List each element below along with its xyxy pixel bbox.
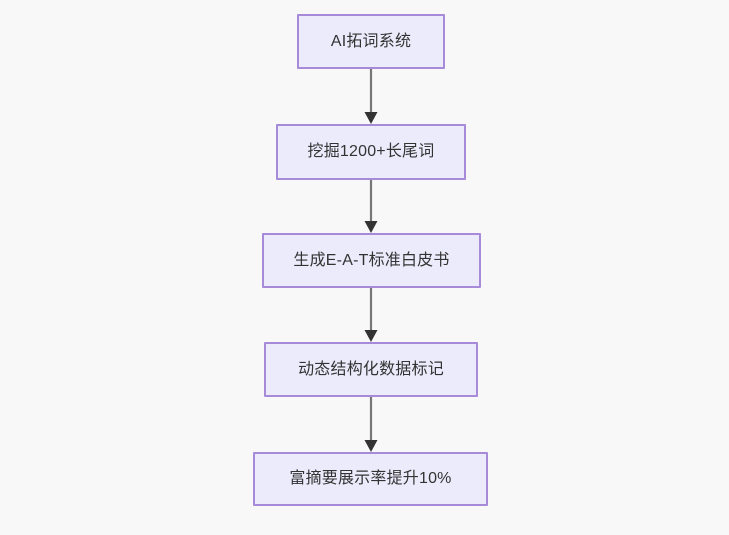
flowchart-node-1-label: AI拓词系统: [330, 32, 412, 50]
flowchart-node-3-label: 生成E-A-T标准白皮书: [293, 251, 450, 269]
flowchart-node-2-label: 挖掘1200+长尾词: [307, 143, 435, 161]
flowchart-node-4[interactable]: 动态结构化数据标记: [264, 342, 478, 397]
flowchart-node-3[interactable]: 生成E-A-T标准白皮书: [262, 233, 481, 288]
flowchart-edge-1-to-2: [358, 69, 384, 124]
arrow-down-icon: [364, 288, 378, 342]
flowchart-node-2[interactable]: 挖掘1200+长尾词: [276, 124, 466, 180]
flowchart-node-5-label: 富摘要展示率提升10%: [289, 470, 452, 488]
flowchart-node-4-label: 动态结构化数据标记: [298, 360, 444, 378]
flowchart-edge-4-to-5: [358, 397, 384, 452]
flowchart-node-1[interactable]: AI拓词系统: [297, 14, 445, 69]
arrow-down-icon: [364, 397, 378, 452]
flowchart-edge-3-to-4: [358, 288, 384, 342]
arrow-down-icon: [364, 69, 378, 124]
arrow-down-icon: [364, 180, 378, 233]
flowchart-edge-2-to-3: [358, 180, 384, 233]
flowchart-node-5[interactable]: 富摘要展示率提升10%: [253, 452, 488, 506]
